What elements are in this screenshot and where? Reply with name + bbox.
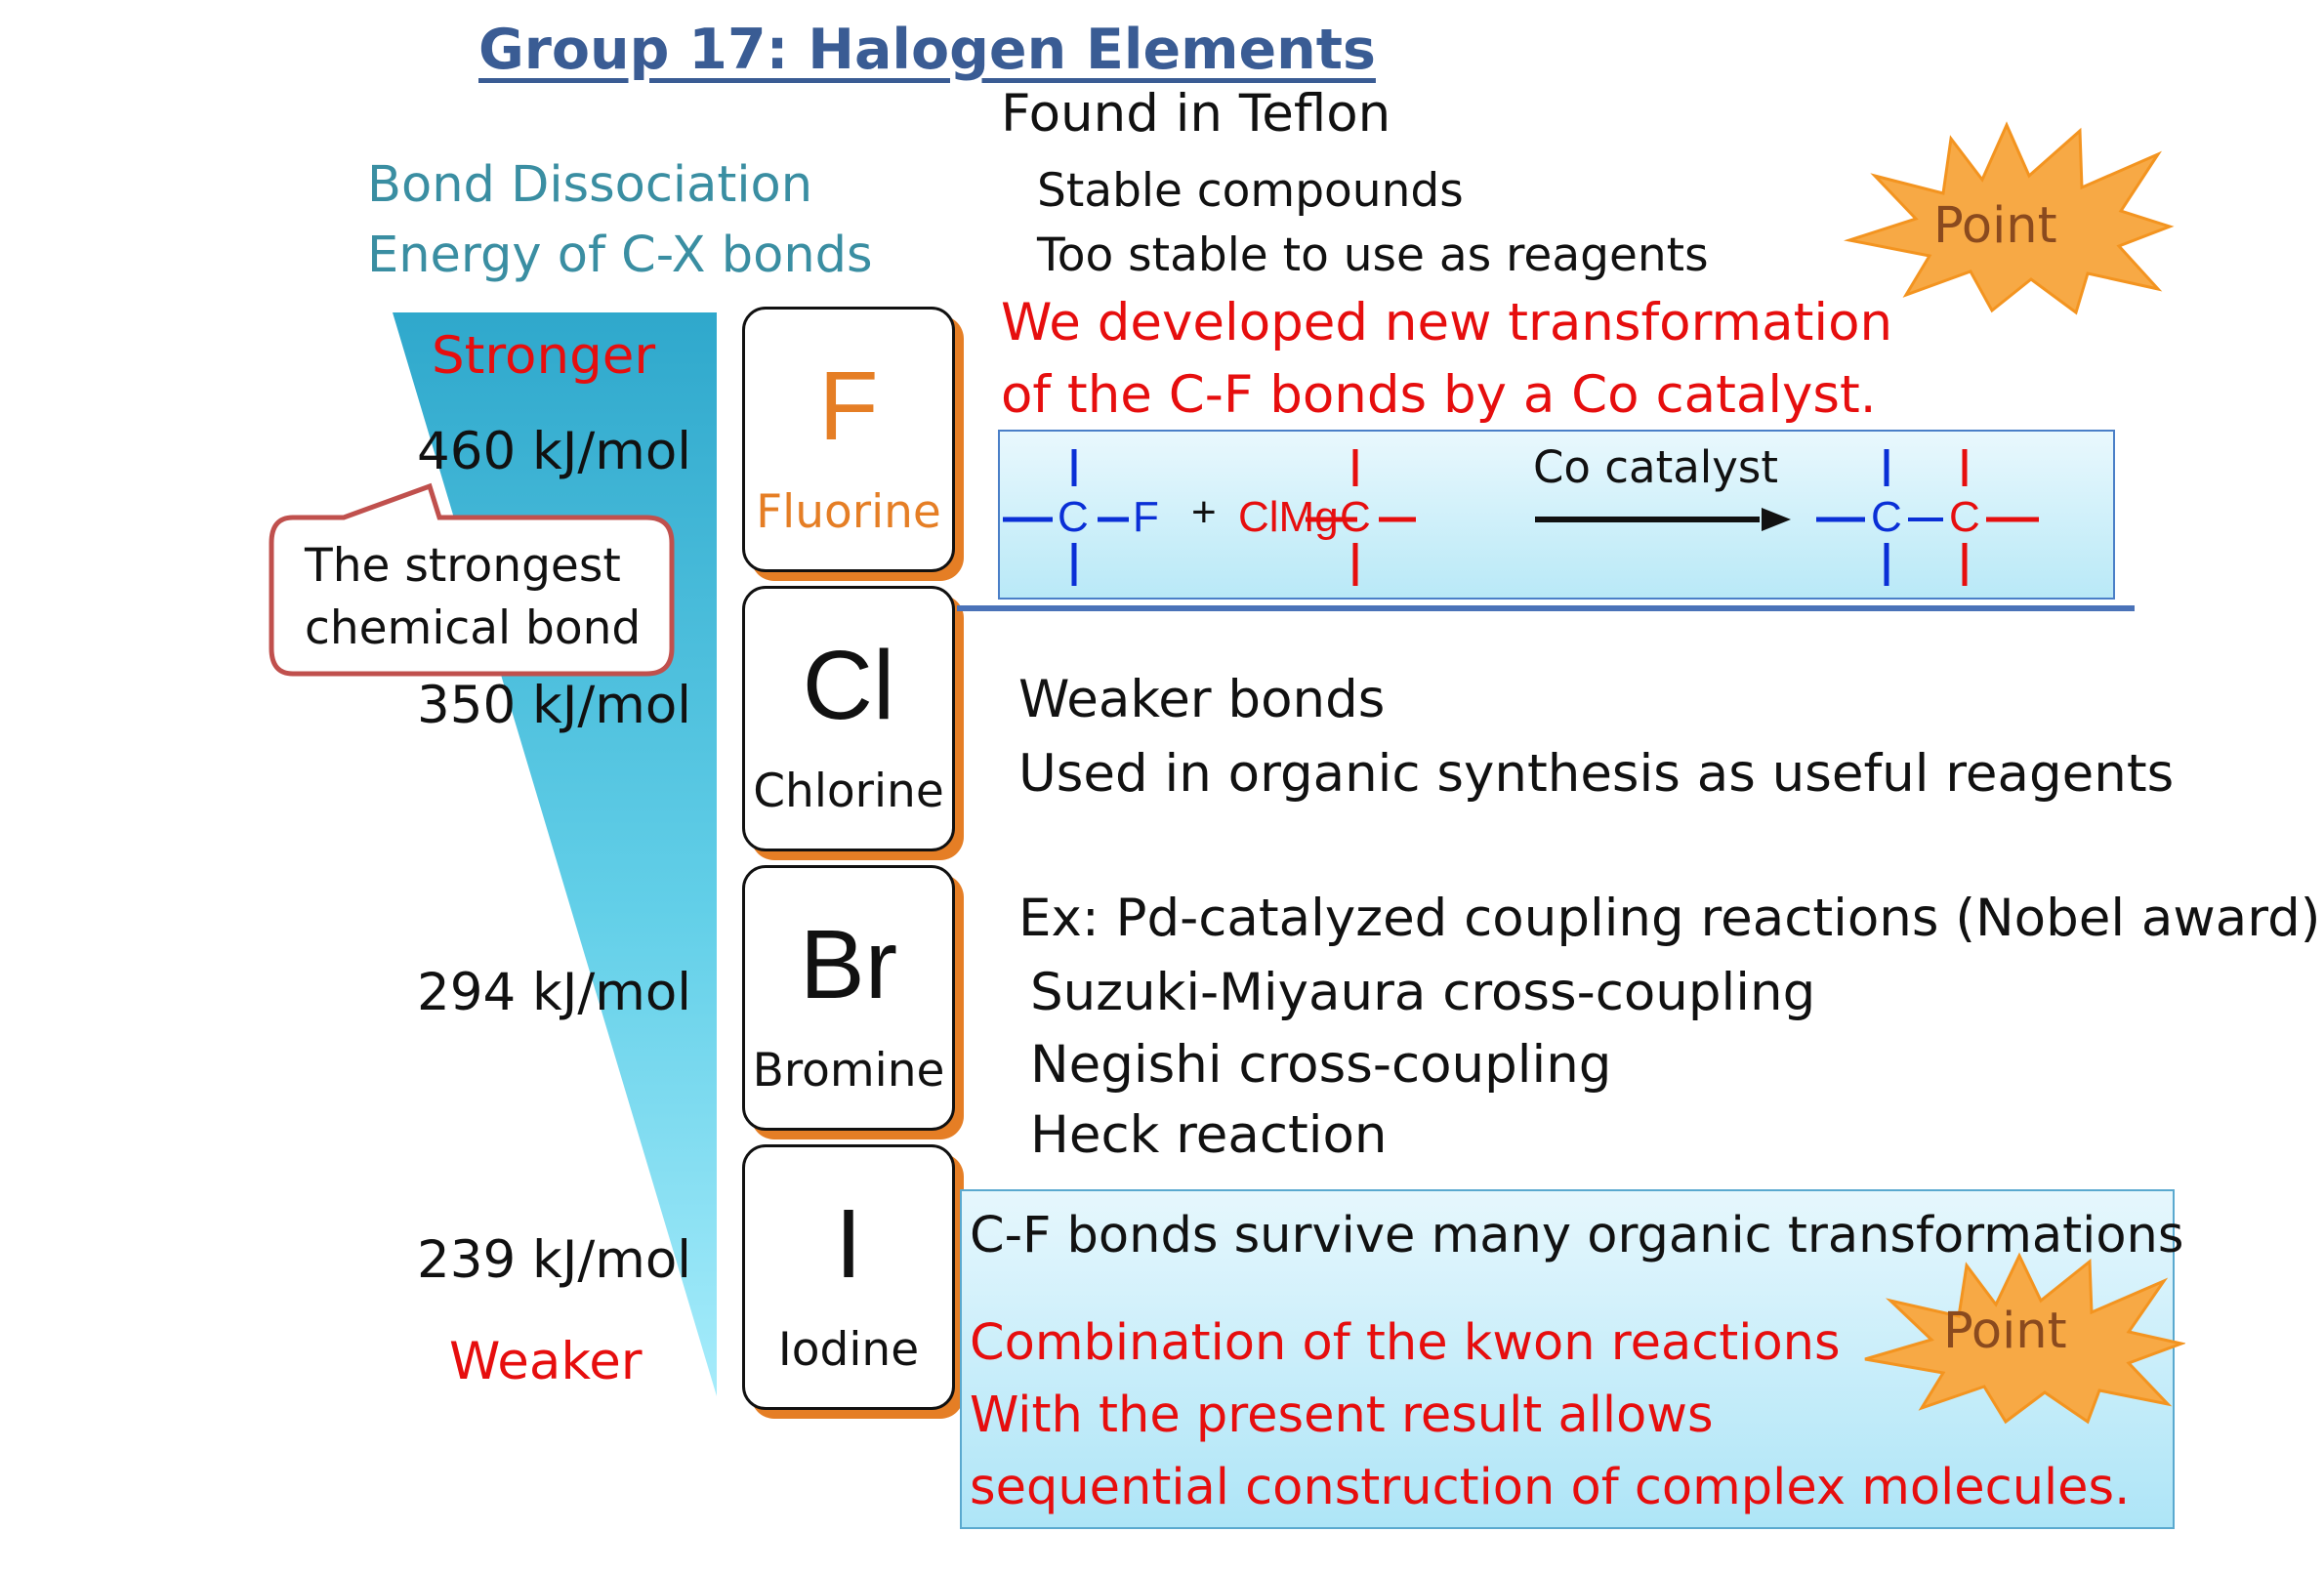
product-carbon-2: C <box>1949 493 1980 541</box>
bde-header-line2: Energy of C-X bonds <box>367 227 873 284</box>
energy-i: 239 kJ/mol <box>417 1230 691 1290</box>
bromine-note-3: Negishi cross-coupling <box>1030 1035 1612 1095</box>
element-name: Iodine <box>777 1323 920 1377</box>
summary-line4: sequential construction of complex molec… <box>970 1459 2131 1516</box>
element-symbol: I <box>835 1189 862 1299</box>
section-divider <box>957 605 2135 611</box>
point-label-2: Point <box>1943 1303 2067 1360</box>
developed-line2: of the C-F bonds by a Co catalyst. <box>1001 365 1877 425</box>
stable-note: Stable compounds <box>1037 164 1464 218</box>
energy-cl: 350 kJ/mol <box>417 676 691 735</box>
reagent-carbon: C <box>1340 493 1371 541</box>
point-burst-icon <box>1864 1252 2185 1425</box>
weaker-label: Weaker <box>449 1332 643 1391</box>
element-name: Fluorine <box>756 485 941 539</box>
element-symbol: Br <box>800 910 897 1019</box>
chlorine-note-2: Used in organic synthesis as useful reag… <box>1018 744 2175 804</box>
point-burst-icon <box>1844 121 2175 315</box>
summary-line1: C-F bonds survive many organic transform… <box>970 1207 2184 1264</box>
summary-line2: Combination of the kwon reactions <box>970 1314 1841 1372</box>
element-card-fluorine: F Fluorine <box>742 307 955 572</box>
bromine-note-4: Heck reaction <box>1030 1105 1388 1165</box>
bromine-note-2: Suzuki-Miyaura cross-coupling <box>1030 963 1816 1022</box>
reagent-grignard: ClMg <box>1238 493 1339 541</box>
point-label-1: Point <box>1933 197 2057 255</box>
chlorine-note-1: Weaker bonds <box>1018 670 1386 729</box>
teflon-note: Found in Teflon <box>1001 84 1391 144</box>
energy-br: 294 kJ/mol <box>417 963 691 1022</box>
element-card-chlorine: Cl Chlorine <box>742 586 955 851</box>
catalyst-label: Co catalyst <box>1533 441 1779 493</box>
stronger-label: Stronger <box>432 326 656 386</box>
reaction-scheme-box <box>998 430 2115 600</box>
bromine-note-1: Ex: Pd-catalyzed coupling reactions (Nob… <box>1018 889 2321 948</box>
element-name: Bromine <box>752 1044 945 1098</box>
element-name: Chlorine <box>753 765 944 818</box>
energy-f: 460 kJ/mol <box>417 422 691 481</box>
reactant-fluorine: F <box>1133 493 1159 541</box>
element-symbol: Cl <box>802 631 895 740</box>
element-symbol: F <box>818 352 879 461</box>
plus-sign: + <box>1191 488 1217 536</box>
developed-line1: We developed new transformation <box>1001 293 1893 352</box>
element-card-iodine: I Iodine <box>742 1144 955 1410</box>
summary-line3: With the present result allows <box>970 1387 1714 1444</box>
page-title: Group 17: Halogen Elements <box>478 18 1376 82</box>
bde-header-line1: Bond Dissociation <box>367 156 813 214</box>
too-stable-note: Too stable to use as reagents <box>1037 228 1709 282</box>
reaction-bonds <box>1003 449 2039 586</box>
product-carbon-1: C <box>1871 493 1902 541</box>
element-card-bromine: Br Bromine <box>742 865 955 1131</box>
callout-line2: chemical bond <box>305 601 642 655</box>
callout-line1: The strongest <box>305 539 621 593</box>
reactant-carbon: C <box>1058 493 1089 541</box>
callout-bubble <box>269 482 675 677</box>
